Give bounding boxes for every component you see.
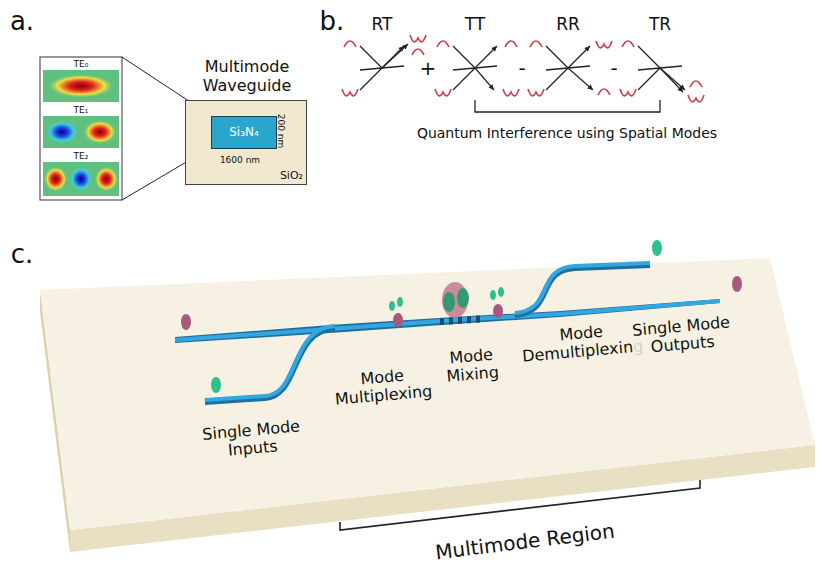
mode-image — [43, 162, 119, 196]
bracket — [340, 480, 700, 530]
mode-profile: TE₁ — [43, 105, 119, 149]
chip-top — [40, 258, 815, 530]
beamsplitter-diagrams — [342, 35, 704, 102]
caption-note: Quantum Interference using Spatial Modes — [407, 125, 727, 141]
term-label: TT — [465, 15, 485, 35]
panel-letter: c. — [11, 240, 34, 270]
mode-name: TE₁ — [43, 105, 119, 116]
bracket — [475, 100, 660, 112]
mode-image — [43, 70, 119, 102]
mode-name: TE₂ — [43, 151, 119, 162]
material-label: SiO₂ — [280, 169, 303, 182]
mode-name: TE₀ — [43, 59, 119, 70]
term-label: RR — [556, 15, 580, 35]
operator: - — [610, 57, 617, 80]
term-label: TR — [649, 15, 671, 35]
region-label: Multimode Region — [409, 517, 640, 568]
term-label: RT — [372, 15, 393, 35]
core-box: Si₃N₄ — [211, 116, 277, 149]
inset-frame — [40, 57, 122, 200]
material-label: Si₃N₄ — [212, 117, 276, 148]
panel-letter: a. — [10, 7, 34, 37]
operator: + — [420, 57, 437, 80]
dimension: 1600 nm — [220, 155, 260, 165]
stage-label: Mode Mixing — [436, 345, 509, 388]
photons — [181, 240, 742, 393]
operator: - — [518, 57, 525, 80]
mode-profile: TE₂ — [43, 151, 119, 197]
cladding-box: Si₃N₄Multimode WaveguideSiO₂ — [185, 100, 307, 185]
panel-letter: b. — [320, 7, 345, 37]
mode-profile: TE₀ — [43, 59, 119, 103]
heading: Multimode Waveguide — [176, 57, 318, 95]
mode-image — [43, 116, 119, 148]
dimension: 200 nm — [276, 114, 286, 149]
